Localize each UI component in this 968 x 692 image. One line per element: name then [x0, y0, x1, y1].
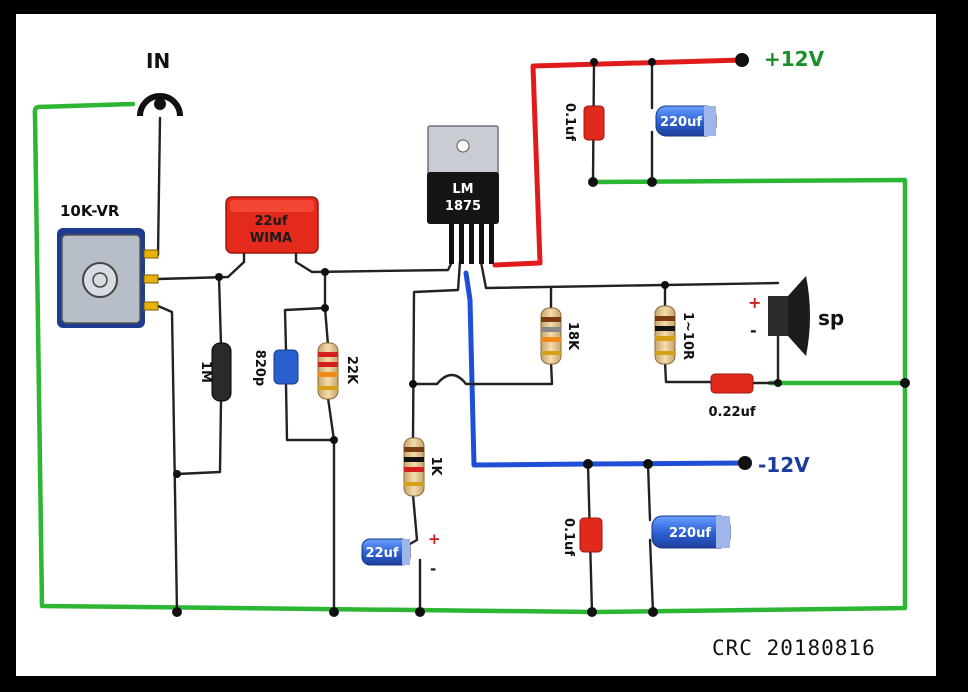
speaker: + - sp — [748, 276, 844, 356]
cap-022uf-label: 0.22uf — [709, 405, 756, 420]
pot-label: 10K-VR — [60, 202, 120, 220]
input-jack: IN — [137, 49, 183, 117]
neg-terminal — [738, 456, 752, 470]
speaker-label: sp — [818, 306, 844, 330]
pos-terminal — [735, 53, 749, 67]
top-decoupling: 0.1uf 220uf +12V — [562, 47, 825, 141]
cap-220uf-top-label: 220uf — [660, 115, 702, 130]
neg-supply-label: -12V — [758, 453, 810, 477]
resistor-1-10r: 1~10R — [654, 305, 695, 365]
pos-supply-label: +12V — [764, 47, 825, 71]
junction-dots — [172, 53, 910, 617]
resistor-1m: 1M — [198, 342, 232, 402]
capacitor-820p: 820p — [252, 349, 299, 386]
bottom-decoupling: 0.1uf 220uf -12V — [561, 453, 810, 556]
cap-22uf-plus: + — [428, 530, 441, 548]
capacitor-022uf: 0.22uf — [709, 373, 756, 420]
lm1875-amplifier-chip: LM 1875 — [427, 125, 499, 264]
volume-potentiometer: 10K-VR — [57, 202, 159, 328]
negative-rail — [463, 270, 748, 468]
ground-net — [32, 101, 908, 615]
cap-220uf-bottom-label: 220uf — [669, 526, 711, 541]
resistor-22k: 22K — [317, 342, 359, 400]
cap-01uf-bottom-label: 0.1uf — [561, 518, 576, 556]
wima-brand: WIMA — [250, 231, 292, 246]
res-1k-label: 1K — [428, 456, 443, 476]
cap-22uf-minus: - — [430, 560, 436, 578]
res-18k-label: 18K — [565, 322, 580, 351]
wima-value: 22uf — [254, 214, 287, 229]
positive-rail — [492, 57, 745, 268]
cap-22uf-label: 22uf — [365, 546, 398, 561]
cap-820p-label: 820p — [252, 350, 267, 386]
speaker-minus: - — [750, 321, 757, 340]
board-background — [16, 14, 936, 676]
res-22k-label: 22K — [344, 356, 359, 385]
res-1m-label: 1M — [198, 361, 213, 383]
res-1-10r-label: 1~10R — [680, 312, 695, 360]
resistor-18k: 18K — [540, 307, 580, 365]
cap-01uf-top-label: 0.1uf — [562, 103, 577, 141]
resistor-1k: 1K — [403, 437, 443, 497]
input-label: IN — [146, 49, 170, 73]
input-capacitor-wima: 22uf WIMA — [225, 196, 319, 262]
chip-label-line2: 1875 — [445, 199, 481, 214]
chip-label-line1: LM — [452, 182, 473, 197]
signature: CRC 20180816 — [712, 636, 876, 660]
capacitor-22uf-feedback: 22uf + - — [361, 530, 441, 578]
speaker-plus: + — [748, 293, 761, 312]
